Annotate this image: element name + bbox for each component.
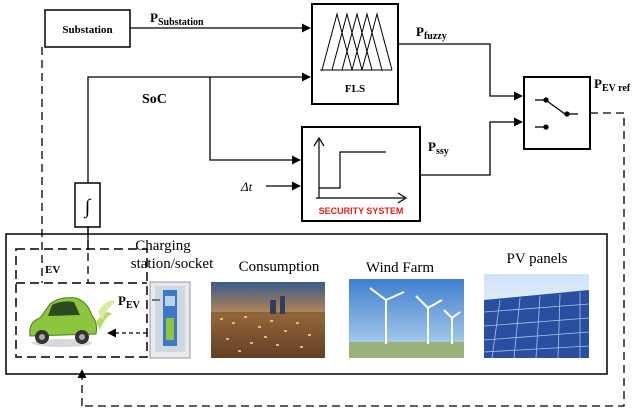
security-system-label: SECURITY SYSTEM <box>319 206 404 216</box>
pv-panels-label: PV panels <box>507 251 568 267</box>
ev-label: EV <box>45 264 60 276</box>
consumption-label: Consumption <box>239 259 320 275</box>
p-ssy-label: Pssy <box>428 139 449 157</box>
soc-to-security-arrow <box>209 77 301 165</box>
charging-station-label-line1: Charging <box>135 238 191 254</box>
charging-station: Charging station/socket <box>131 238 214 359</box>
p-ssy-arrow <box>420 117 523 176</box>
p-ev-label: PEV <box>118 293 141 311</box>
pv-panels-image: PV panels <box>483 251 590 359</box>
fls-label: FLS <box>345 83 365 95</box>
p-ev-ref-feedback-line <box>82 112 625 407</box>
integral-icon: ∫ <box>83 196 92 219</box>
fuzzy-membership-icon <box>320 12 393 71</box>
fls-block: FLS <box>311 3 399 105</box>
ev-block: EV PEV <box>15 248 148 358</box>
p-fuzzy-arrow <box>398 43 523 101</box>
wind-farm-label: Wind Farm <box>366 260 434 276</box>
switch-block <box>523 76 591 150</box>
integrator-block: ∫ <box>74 182 101 228</box>
p-substation-label: PSubstation <box>150 10 204 28</box>
p-fuzzy-label: Pfuzzy <box>416 24 447 42</box>
wind-farm-image: Wind Farm <box>349 260 464 358</box>
charging-station-label-line2: station/socket <box>131 256 214 272</box>
substation-label: Substation <box>62 24 112 36</box>
substation-block: Substation <box>44 9 131 48</box>
soc-label: SoC <box>142 92 167 107</box>
delta-t-label: Δt <box>240 179 253 194</box>
consumption-image: Consumption <box>211 259 325 358</box>
switch-icon <box>535 97 578 130</box>
p-ev-ref-label: PEV ref <box>594 76 631 94</box>
security-system-block: SECURITY SYSTEM <box>301 126 421 222</box>
electric-car-icon <box>29 297 116 347</box>
soc-to-fls-arrow <box>87 72 311 250</box>
step-function-icon <box>313 136 408 204</box>
system-block <box>5 233 608 375</box>
